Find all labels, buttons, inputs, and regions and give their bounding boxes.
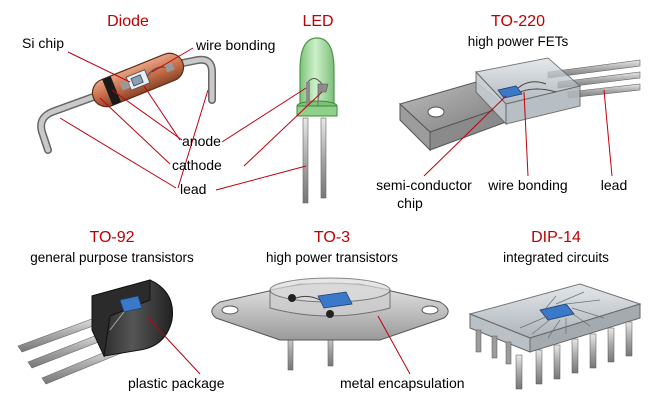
label-plastic-package: plastic package xyxy=(128,375,225,391)
diode-illustration xyxy=(37,47,216,189)
to3-illustration xyxy=(211,277,449,375)
label-to220-lead: lead xyxy=(601,177,627,193)
to3-title: TO-3 xyxy=(314,229,350,246)
label-metal-encapsulation: metal encapsulation xyxy=(340,375,465,391)
label-semiconductor-line1: semi-conductor xyxy=(376,177,472,193)
label-diode-lead: lead xyxy=(180,181,206,197)
label-semiconductor-line2: chip xyxy=(397,195,423,211)
dip14-title: DIP-14 xyxy=(531,229,581,246)
label-cathode: cathode xyxy=(172,157,222,173)
to3-subtitle: high power transistors xyxy=(266,250,398,265)
to92-subtitle: general purpose transistors xyxy=(30,250,194,265)
label-si-chip: Si chip xyxy=(22,35,64,51)
to92-illustration xyxy=(17,279,201,385)
label-anode: anode xyxy=(182,133,221,149)
led-title: LED xyxy=(302,13,333,30)
label-diode-wire-bonding: wire bonding xyxy=(195,37,275,53)
to220-title: TO-220 xyxy=(491,13,545,30)
led-illustration xyxy=(215,37,338,204)
to220-subtitle: high power FETs xyxy=(468,34,569,49)
dip14-illustration xyxy=(468,283,642,390)
diode-title: Diode xyxy=(107,13,149,30)
dip14-subtitle: integrated circuits xyxy=(503,250,609,265)
label-to220-wire-bonding: wire bonding xyxy=(487,177,567,193)
to220-illustration xyxy=(399,57,641,177)
to92-title: TO-92 xyxy=(89,229,134,246)
